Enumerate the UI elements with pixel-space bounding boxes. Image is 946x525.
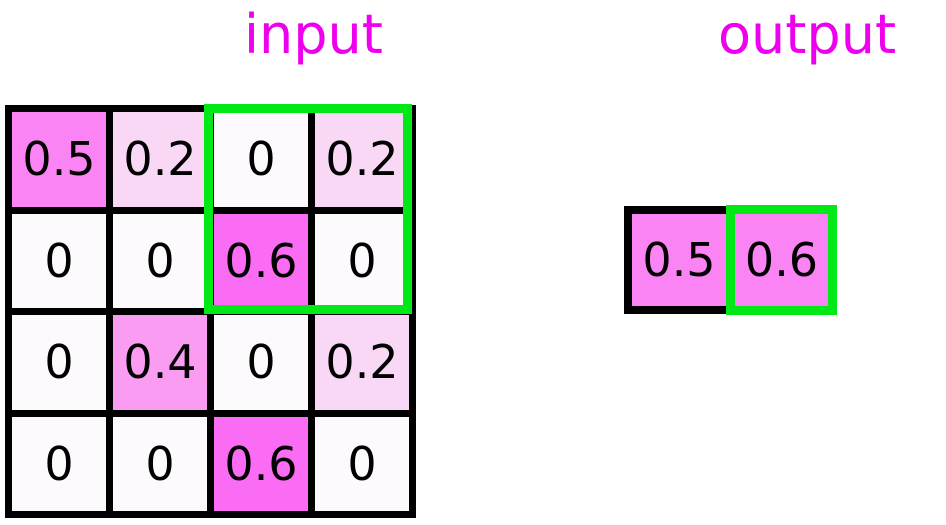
output-title: output (718, 3, 897, 66)
input-cell[interactable]: 0.5 (12, 112, 106, 207)
input-cell[interactable]: 0.2 (113, 112, 207, 207)
input-cell[interactable]: 0 (12, 213, 106, 308)
output-cell-wrapper: 0.5 (624, 206, 734, 314)
input-cell[interactable]: 0 (113, 213, 207, 308)
input-matrix-row: 0 0 0.6 0 (12, 416, 409, 511)
input-cell[interactable]: 0.2 (315, 112, 409, 207)
input-cell[interactable]: 0.2 (315, 315, 409, 410)
input-cell[interactable]: 0 (315, 416, 409, 511)
input-cell[interactable]: 0.6 (214, 416, 308, 511)
output-cell[interactable]: 0.6 (735, 214, 828, 306)
input-cell[interactable]: 0 (12, 315, 106, 410)
input-cell[interactable]: 0 (214, 315, 308, 410)
input-cell[interactable]: 0 (214, 112, 308, 207)
input-matrix: 0.5 0.2 0 0.2 0 0 0.6 0 0 0.4 0 0.2 0 0 … (5, 105, 416, 518)
input-title: input (244, 3, 383, 66)
output-matrix: 0.5 0.6 (624, 205, 837, 315)
input-cell[interactable]: 0 (12, 416, 106, 511)
input-matrix-row: 0 0 0.6 0 (12, 213, 409, 308)
input-cell[interactable]: 0.6 (214, 213, 308, 308)
output-cell[interactable]: 0.5 (632, 214, 726, 306)
input-cell[interactable]: 0.4 (113, 315, 207, 410)
input-cell[interactable]: 0 (315, 213, 409, 308)
input-matrix-row: 0 0.4 0 0.2 (12, 315, 409, 410)
input-matrix-row: 0.5 0.2 0 0.2 (12, 112, 409, 207)
input-cell[interactable]: 0 (113, 416, 207, 511)
output-cell-frame: 0.5 (624, 206, 734, 314)
output-cell-highlighted-wrapper: 0.6 (726, 205, 837, 315)
